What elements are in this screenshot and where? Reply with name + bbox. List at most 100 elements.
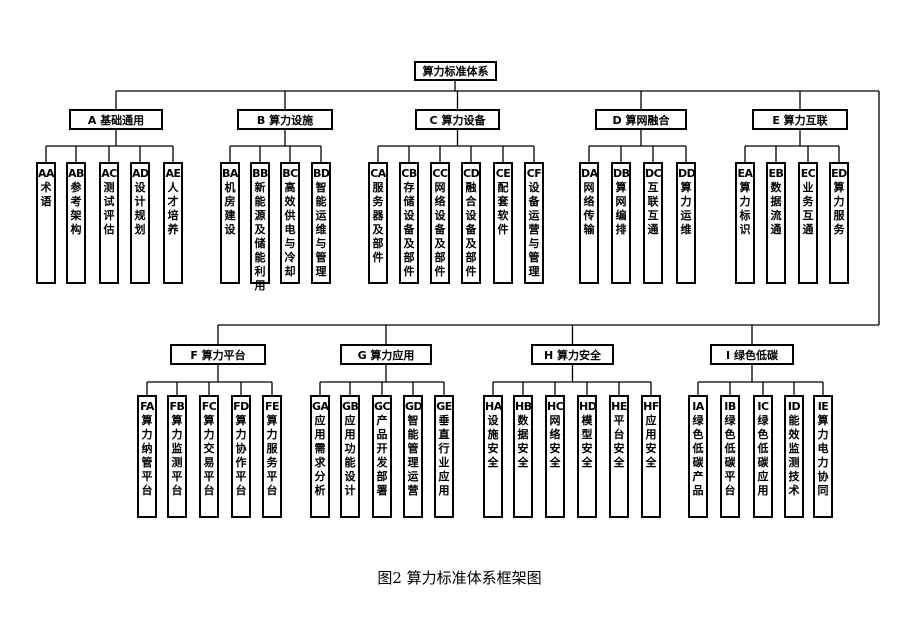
item-code: DB xyxy=(613,167,630,180)
item-label: 存储设备及部件 xyxy=(403,181,415,278)
category-box-c: C 算力设备 xyxy=(415,109,500,130)
category-box-e: E 算力互联 xyxy=(752,109,848,130)
item-label: 算力服务平台 xyxy=(266,414,278,497)
item-label: 绿色低碳应用 xyxy=(757,414,769,497)
item-code: HD xyxy=(579,400,597,413)
item-code: FE xyxy=(264,400,280,413)
category-box-b: B 算力设施 xyxy=(237,109,333,130)
item-label: 算网编排 xyxy=(615,181,627,236)
item-code: FB xyxy=(169,400,185,413)
item-label: 垂直行业应用 xyxy=(438,414,450,497)
category-title: B 算力设施 xyxy=(256,113,314,127)
item-code: GE xyxy=(436,400,452,413)
item-label: 设备运营与管理 xyxy=(528,181,540,278)
item-label: 算力标识 xyxy=(739,181,751,236)
item-code: HB xyxy=(515,400,532,413)
item-label: 机房建设 xyxy=(224,181,236,236)
item-code: GA xyxy=(312,400,329,413)
root-box: 算力标准体系 xyxy=(414,61,497,81)
item-label: 配套软件 xyxy=(497,181,509,236)
item-label: 测试评估 xyxy=(103,181,115,236)
item-code: HA xyxy=(485,400,502,413)
item-code: CE xyxy=(495,167,511,180)
root-label: 算力标准体系 xyxy=(422,65,489,78)
item-code: IB xyxy=(724,400,736,413)
item-label: 融合设备及部件 xyxy=(465,181,477,278)
item-code: FA xyxy=(140,400,154,413)
item-code: CD xyxy=(463,167,480,180)
item-code: ED xyxy=(831,167,847,180)
category-title: H 算力安全 xyxy=(543,348,602,362)
item-label: 网络设备及部件 xyxy=(434,181,446,278)
item-label: 数据安全 xyxy=(517,414,529,469)
item-code: CB xyxy=(401,167,417,180)
item-code: BD xyxy=(313,167,330,180)
item-code: FC xyxy=(201,400,217,413)
item-label: 网络安全 xyxy=(549,414,561,469)
category-box-f: F 算力平台 xyxy=(170,344,266,365)
item-code: GD xyxy=(405,400,423,413)
item-code: ID xyxy=(787,400,801,413)
item-label: 模型安全 xyxy=(581,414,593,469)
item-code: AC xyxy=(101,167,117,180)
item-label: 新能源及储能利用 xyxy=(254,181,266,292)
item-code: CA xyxy=(370,167,386,180)
item-code: GB xyxy=(342,400,359,413)
item-label: 算力交易平台 xyxy=(203,414,215,497)
item-label: 数据流通 xyxy=(770,181,782,236)
item-label: 能效监测技术 xyxy=(788,414,800,497)
item-label: 智能运维与管理 xyxy=(315,181,327,278)
item-code: HF xyxy=(643,400,659,413)
category-box-a: A 基础通用 xyxy=(69,109,163,130)
item-label: 算力电力协同 xyxy=(817,414,829,497)
item-code: BB xyxy=(252,167,268,180)
item-label: 互联互通 xyxy=(647,181,659,236)
item-label: 算力协作平台 xyxy=(235,414,247,497)
item-label: 产品开发部署 xyxy=(376,414,388,497)
item-code: AA xyxy=(38,167,55,180)
item-label: 算力服务 xyxy=(833,181,845,236)
item-label: 设计规划 xyxy=(134,181,146,236)
item-code: HE xyxy=(611,400,627,413)
category-box-g: G 算力应用 xyxy=(340,344,432,365)
item-code: AE xyxy=(165,167,181,180)
item-label: 应用需求分析 xyxy=(314,414,326,497)
item-code: CF xyxy=(526,167,542,180)
item-label: 高效供电与冷却 xyxy=(284,181,296,278)
item-code: HC xyxy=(547,400,564,413)
item-label: 设施安全 xyxy=(487,414,499,469)
item-code: IE xyxy=(817,400,829,413)
item-code: EC xyxy=(800,167,816,180)
category-title: D 算网融合 xyxy=(612,113,670,127)
item-code: AD xyxy=(132,167,149,180)
category-title: C 算力设备 xyxy=(429,113,486,127)
item-code: IA xyxy=(692,400,704,413)
